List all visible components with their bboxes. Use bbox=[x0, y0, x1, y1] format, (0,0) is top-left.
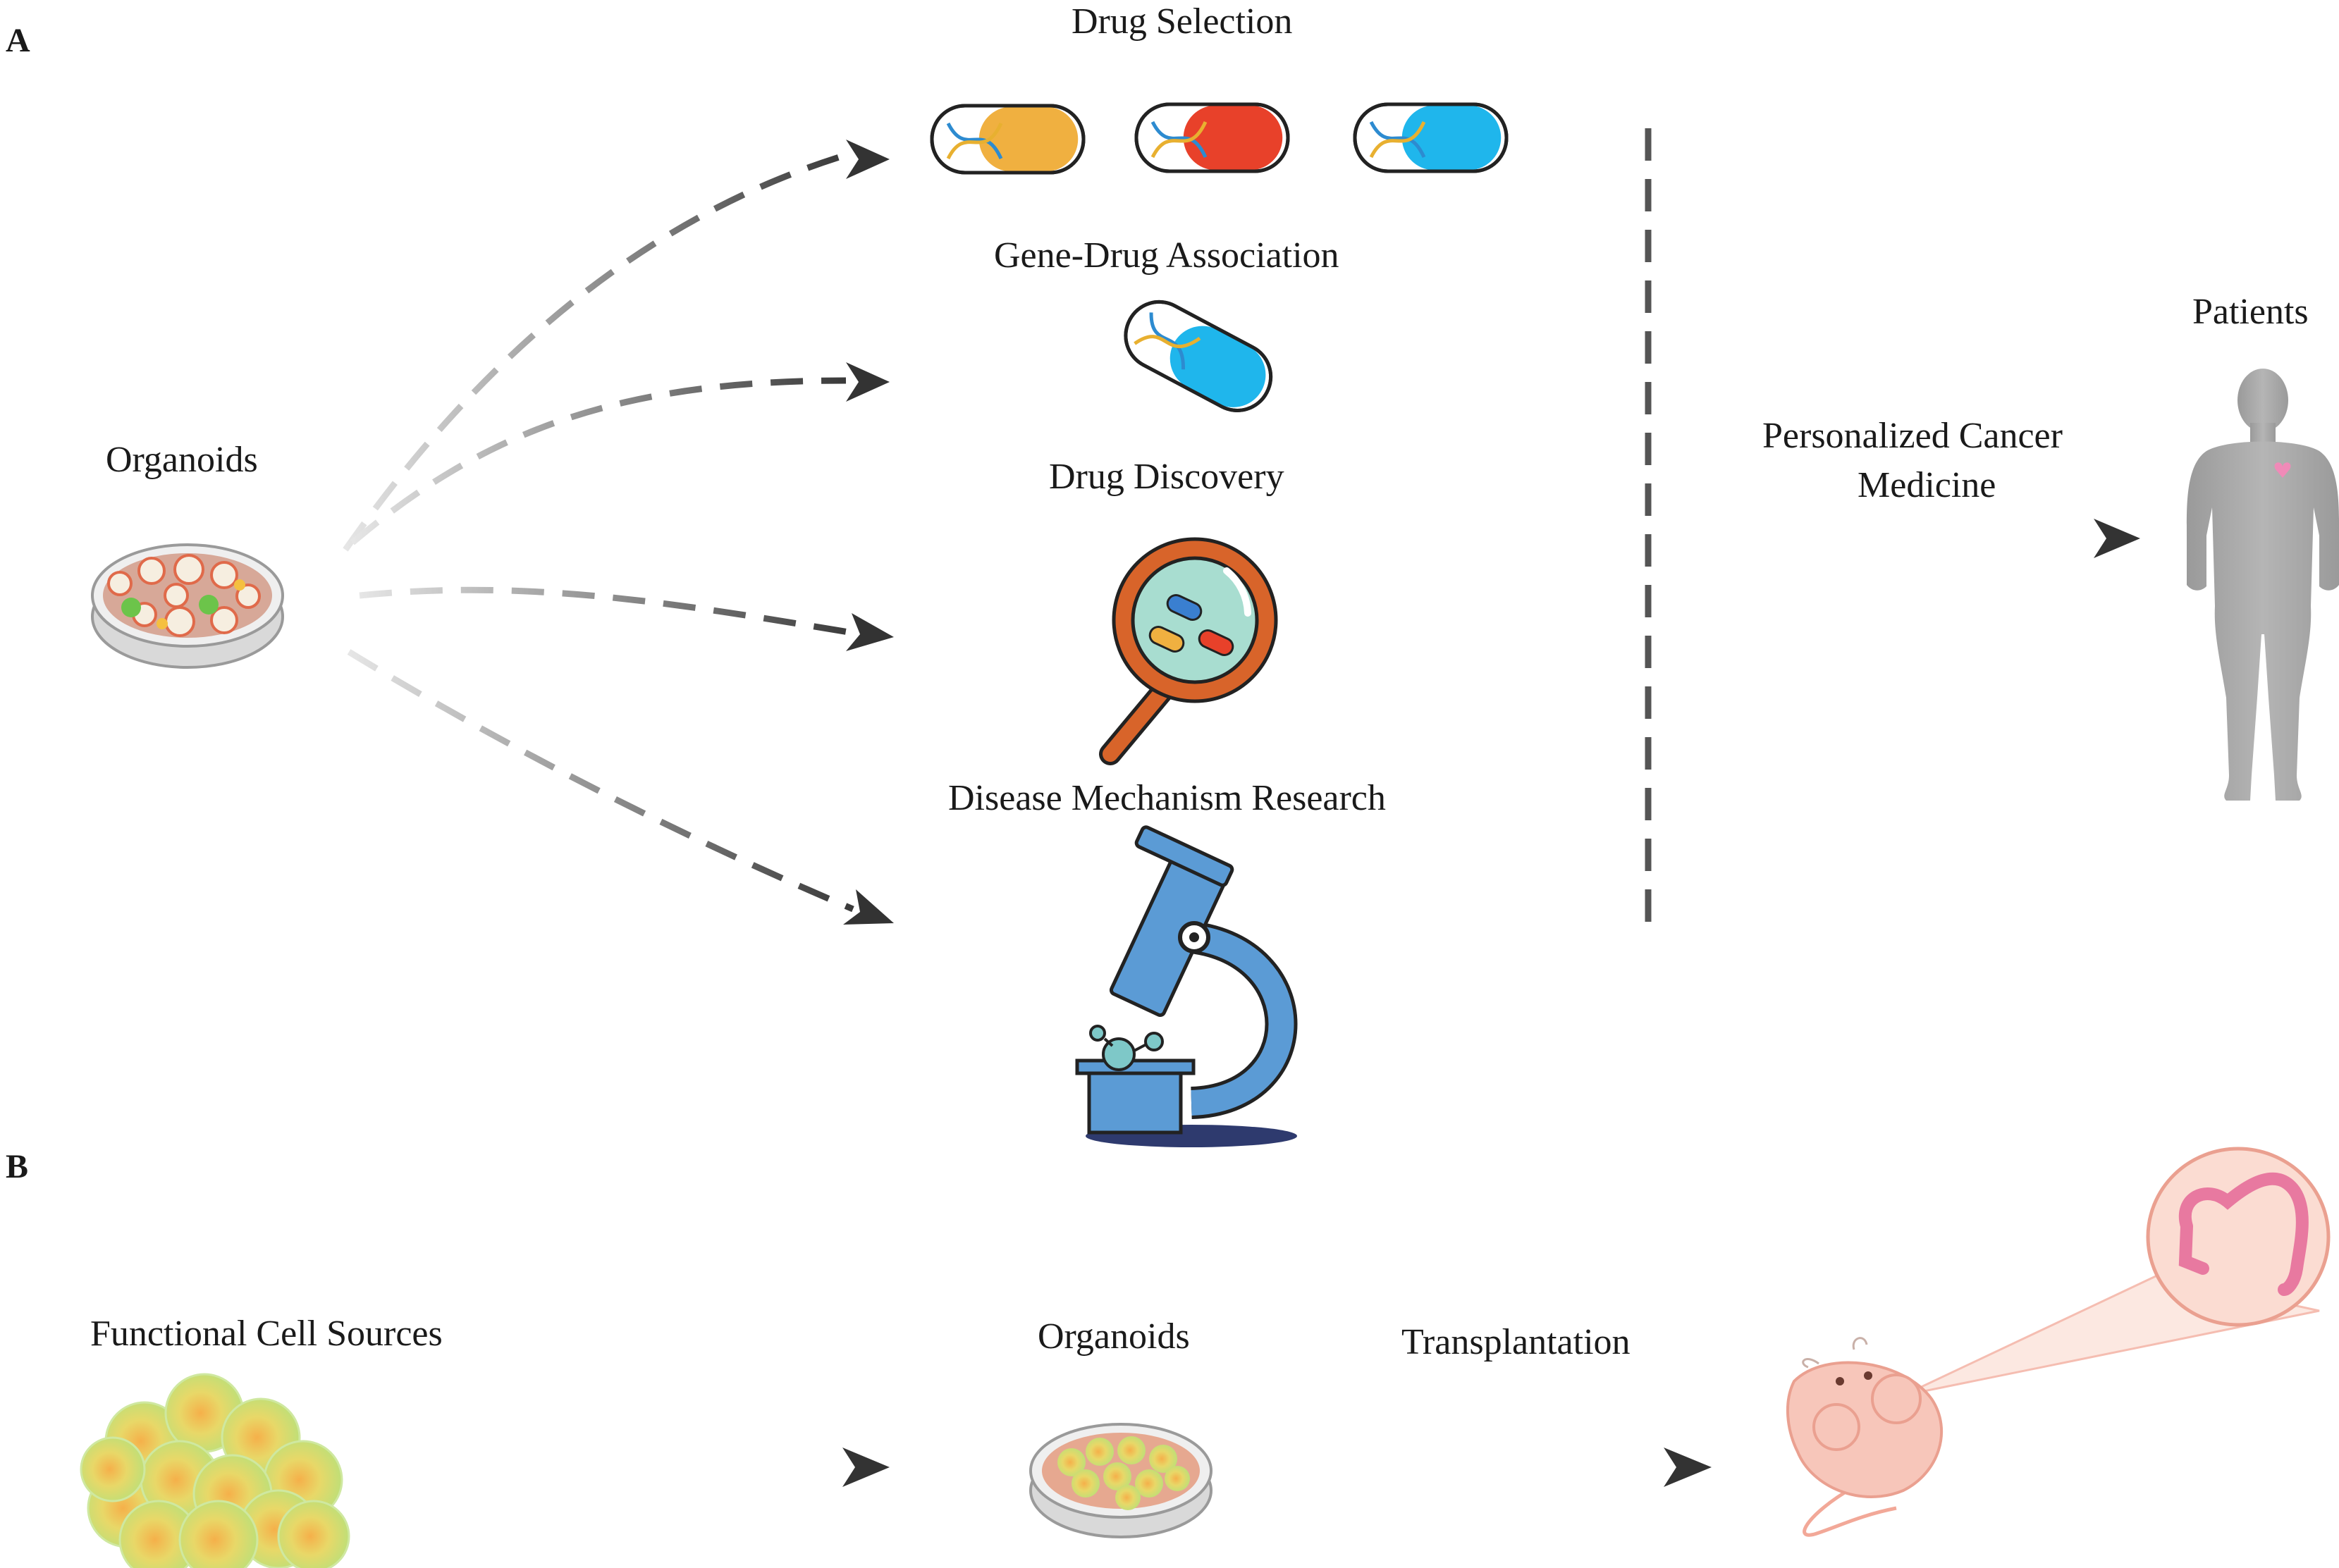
label-gene-drug-association: Gene-Drug Association bbox=[994, 235, 1339, 276]
panel-label-b: B bbox=[6, 1148, 29, 1185]
capsule-orange-icon bbox=[930, 104, 1086, 175]
label-organoids-a: Organoids bbox=[106, 440, 258, 480]
label-disease-mechanism-research: Disease Mechanism Research bbox=[948, 778, 1386, 818]
arrow-to-drug-discovery bbox=[359, 586, 894, 651]
arrow-to-drug-selection bbox=[343, 140, 890, 552]
capsule-gene-drug-icon bbox=[1124, 300, 1273, 412]
label-organoids-b: Organoids bbox=[1038, 1316, 1190, 1357]
capsule-blue-icon bbox=[1353, 102, 1509, 173]
functional-cell-cluster-icon bbox=[80, 1373, 350, 1568]
arrow-to-patients bbox=[1692, 519, 2140, 558]
label-drug-discovery: Drug Discovery bbox=[1049, 457, 1284, 497]
organoid-dish-icon bbox=[91, 543, 284, 669]
arrow-transplantation bbox=[1276, 1447, 1712, 1487]
organoid-dish-b-icon bbox=[1029, 1423, 1213, 1538]
label-patients: Patients bbox=[2192, 292, 2309, 332]
arrow-cells-to-organoids bbox=[437, 1447, 890, 1487]
patient-figure-icon bbox=[2186, 369, 2339, 801]
magnified-intestine-icon bbox=[2146, 1147, 2331, 1327]
label-drug-selection: Drug Selection bbox=[1072, 1, 1293, 42]
arrow-to-disease-mechanism bbox=[347, 649, 894, 925]
label-personalized-line2: Medicine bbox=[1858, 465, 1996, 505]
bracket-connector bbox=[1576, 125, 1652, 941]
microscope-icon bbox=[1075, 825, 1298, 1147]
magnifier-icon bbox=[1099, 537, 1278, 765]
label-functional-cell-sources: Functional Cell Sources bbox=[90, 1314, 443, 1354]
panel-label-a: A bbox=[6, 22, 30, 59]
arrow-to-gene-drug bbox=[350, 362, 890, 545]
capsule-red-icon bbox=[1134, 102, 1290, 173]
label-personalized-line1: Personalized Cancer bbox=[1762, 416, 2063, 456]
label-transplantation: Transplantation bbox=[1401, 1322, 1631, 1362]
